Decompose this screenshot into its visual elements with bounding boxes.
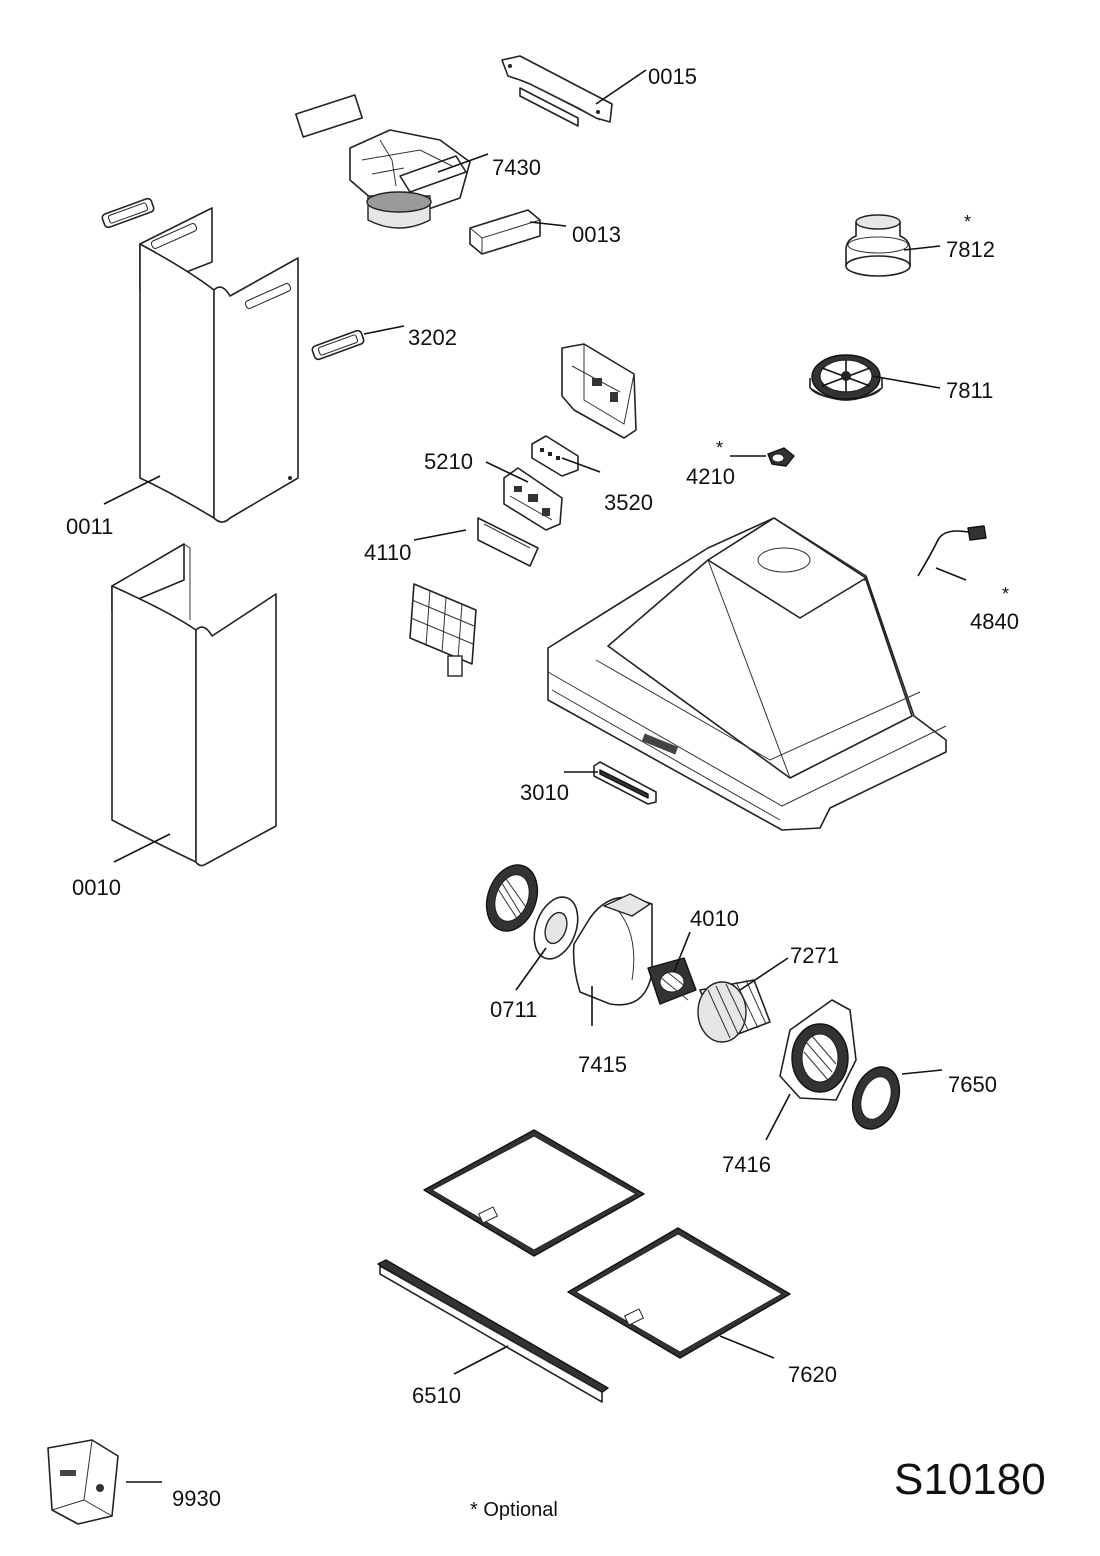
- part-4110-light-cover: [477, 517, 539, 567]
- part-0011-upper-chimney: [139, 207, 299, 523]
- part-4840-cable: [917, 525, 987, 577]
- part-4210-lamp: [767, 447, 795, 467]
- label-7620: 7620: [788, 1362, 837, 1387]
- label-7415: 7415: [578, 1052, 627, 1077]
- part-filter-frame: [409, 583, 477, 677]
- part-7812-round-adapter: [845, 214, 911, 277]
- part-6510-front-strip: [377, 1259, 609, 1403]
- part-labels: 0015 7430 0013 * 7812 3202 7811 5210 352…: [66, 64, 1019, 1511]
- part-0013-duct-connector: [469, 209, 541, 255]
- label-0711: 0711: [490, 997, 537, 1022]
- label-3010: 3010: [520, 780, 569, 805]
- label-7812: 7812: [946, 237, 995, 262]
- leader-lines: [103, 69, 967, 1483]
- part-0010-lower-chimney: [111, 543, 277, 867]
- label-3520: 3520: [604, 490, 653, 515]
- label-7811: 7811: [946, 378, 993, 403]
- part-7811-backdraught-valve: [809, 354, 883, 401]
- part-0015-bracket: [501, 55, 613, 127]
- part-3010-switch-strip: [593, 761, 657, 805]
- part-3202-gasket: [101, 197, 365, 361]
- optional-marker-4210: *: [716, 438, 723, 458]
- label-7650: 7650: [948, 1072, 997, 1097]
- label-0010: 0010: [72, 875, 121, 900]
- label-9930: 9930: [172, 1486, 221, 1511]
- label-4210: 4210: [686, 464, 735, 489]
- optional-marker-7812: *: [964, 212, 971, 232]
- label-3202: 3202: [408, 325, 457, 350]
- part-3520-switch-board: [531, 435, 579, 477]
- part-control-box: [561, 343, 637, 439]
- label-6510: 6510: [412, 1383, 461, 1408]
- part-fan-assembly: [485, 864, 901, 1130]
- label-0013: 0013: [572, 222, 621, 247]
- label-7416: 7416: [722, 1152, 771, 1177]
- optional-footnote: * Optional: [470, 1499, 558, 1521]
- label-4010: 4010: [690, 906, 739, 931]
- label-4840: 4840: [970, 609, 1019, 634]
- label-7430: 7430: [492, 155, 541, 180]
- label-7271: 7271: [790, 943, 839, 968]
- part-7620-grease-filters: [423, 1129, 791, 1359]
- part-9930-documentation-bag: [47, 1439, 119, 1525]
- label-4110: 4110: [364, 540, 411, 565]
- label-5210: 5210: [424, 449, 473, 474]
- part-5210-control-board: [503, 467, 563, 531]
- label-0011: 0011: [66, 514, 113, 539]
- part-7430-blower-adapter: [295, 94, 471, 229]
- diagram-code: S10180: [894, 1455, 1046, 1504]
- label-0015: 0015: [648, 64, 697, 89]
- part-hood-body: [547, 517, 947, 831]
- optional-marker-4840: *: [1002, 584, 1009, 604]
